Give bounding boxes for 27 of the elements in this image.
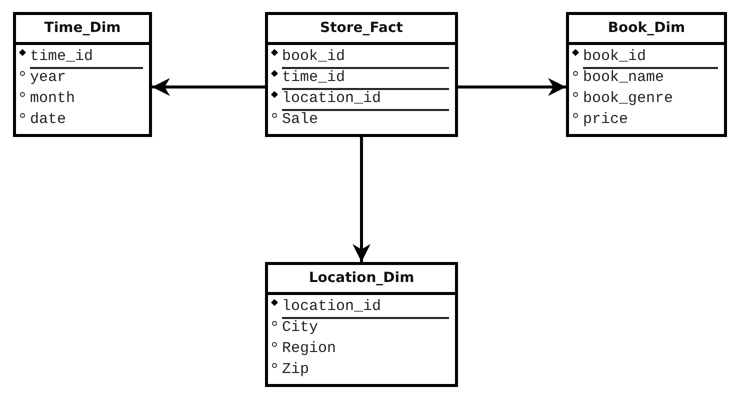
attribute: Sale — [282, 110, 318, 130]
entity-table — [265, 262, 458, 387]
attribute: date — [30, 110, 66, 130]
key-attribute: book_id — [583, 47, 718, 69]
key-attribute: location_id — [282, 297, 449, 319]
key-attribute: time_id — [282, 68, 449, 90]
table-name: Time_Dim — [16, 15, 149, 45]
table-name: Store_Fact — [268, 15, 455, 45]
attribute: City — [282, 318, 318, 338]
attribute: book_genre — [583, 89, 674, 109]
entity-table — [265, 12, 458, 137]
attribute: year — [30, 68, 66, 88]
arrow — [152, 78, 265, 96]
entity-table — [13, 12, 152, 137]
attribute: price — [583, 110, 628, 130]
key-attribute: time_id — [30, 47, 143, 69]
attribute: Region — [282, 339, 336, 359]
arrow — [352, 137, 370, 262]
entity-table — [566, 12, 727, 137]
key-attribute: location_id — [282, 89, 449, 111]
key-attribute: book_id — [282, 47, 449, 69]
arrow — [458, 78, 566, 96]
table-name: Book_Dim — [569, 15, 724, 45]
table-name: Location_Dim — [268, 265, 455, 295]
attribute: month — [30, 89, 76, 109]
attribute: book_name — [583, 68, 664, 88]
attribute: Zip — [282, 360, 310, 380]
